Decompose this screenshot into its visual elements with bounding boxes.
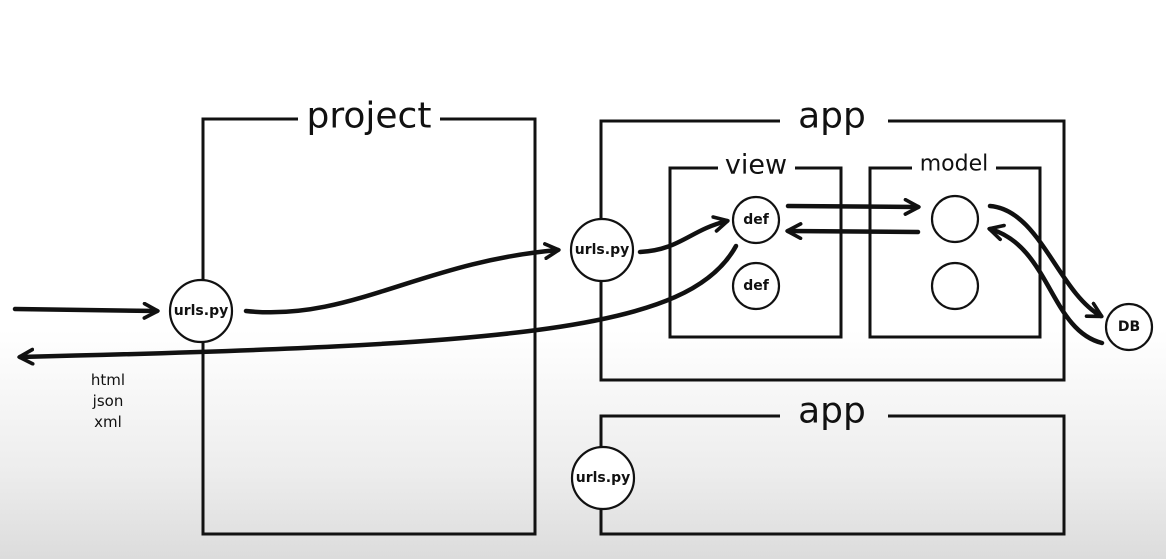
urls-to-view-arrow (637, 215, 730, 255)
view-def-label-2: def (743, 278, 770, 294)
response-formats: html json xml (91, 371, 125, 431)
model-title: model (920, 152, 989, 177)
db-node: DB (1104, 302, 1154, 352)
project-box: project (201, 96, 537, 536)
app-box: app (599, 96, 1066, 382)
project-urls-label: urls.py (174, 303, 228, 319)
model-to-db-arrow (987, 203, 1104, 319)
model-node-2 (930, 261, 980, 311)
view-def-label: def (743, 212, 770, 228)
model-box: model (868, 152, 1042, 339)
project-title: project (307, 96, 432, 137)
request-arrow (12, 301, 160, 320)
project-urls-node: urls.py (168, 278, 234, 344)
app2-urls-node: urls.py (570, 445, 636, 511)
model-node (930, 194, 980, 244)
format-xml: xml (94, 413, 122, 431)
view-to-model-arrow (785, 197, 921, 216)
view-def-node: def (731, 195, 781, 245)
format-json: json (92, 392, 124, 410)
response-arrow (17, 243, 739, 366)
db-to-model-arrow (987, 223, 1105, 346)
format-html: html (91, 371, 125, 389)
model-to-view-arrow (785, 222, 921, 241)
view-title: view (725, 150, 787, 181)
app-title-2: app (798, 391, 866, 432)
project-to-app-urls-arrow (243, 242, 561, 315)
view-def-node-2: def (731, 261, 781, 311)
db-label: DB (1118, 319, 1140, 335)
view-box: view (668, 150, 843, 339)
app-title: app (798, 96, 866, 137)
app-urls-node: urls.py (569, 217, 635, 283)
app2-urls-label: urls.py (576, 470, 630, 486)
app-urls-label: urls.py (575, 242, 629, 258)
app-box-2: app (599, 391, 1066, 536)
